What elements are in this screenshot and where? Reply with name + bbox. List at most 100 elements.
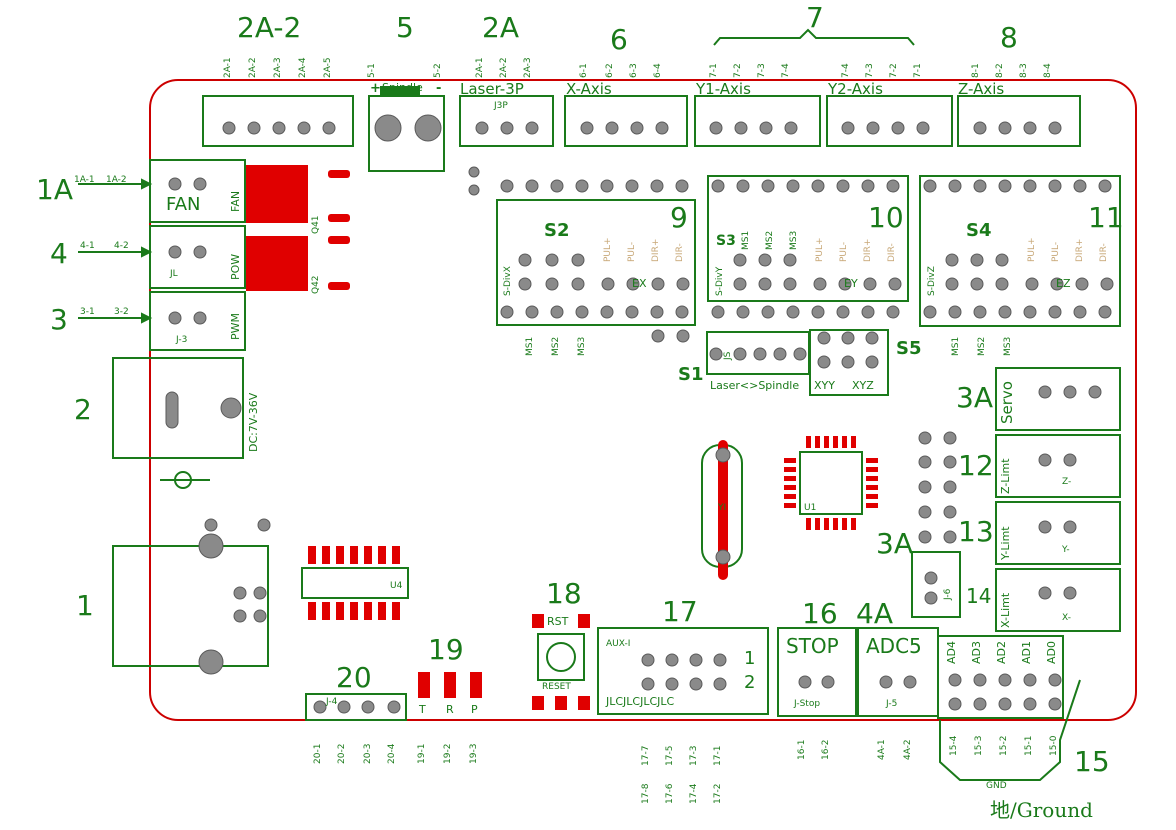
pin-6-1: 6-1 [579,63,589,78]
js-label: JS [723,351,733,360]
pin-3-2: 3-2 [114,307,129,317]
label-4a: 4A [856,597,893,630]
pin-4a-1: 4A-1 [877,739,887,760]
pin-2a2-5: 2A-5 [323,57,333,78]
s4-dir-plus: DIR+ [1075,238,1085,262]
label-1a: 1A [36,173,73,206]
pin-20-1: 20-1 [313,743,323,764]
j4-label: J-4 [326,697,338,707]
x-limit-label: X-Limt [999,592,1012,628]
stop-label: STOP [786,634,839,658]
jlc-label: JLCJLCJLCJLC [606,695,675,708]
s3-dir-plus: DIR+ [863,238,873,262]
laser-3p-label: Laser-3P [460,80,524,98]
x-axis-label: X-Axis [566,80,612,98]
pin-8-4: 8-4 [1043,63,1053,78]
pads [165,114,1114,714]
crystal-label: YI [718,503,727,513]
pin-16-2: 16-2 [821,739,831,760]
pin-1a-1: 1A-1 [74,175,95,185]
s3-pul-minus: PUL- [839,241,849,262]
pin-20-4: 20-4 [387,743,397,764]
label-8: 8 [1000,21,1018,54]
pin-7a-1: 7-1 [709,63,719,78]
ad2-label: AD2 [995,641,1008,664]
q42-label: Q42 [311,275,321,294]
led-t-label: T [419,703,426,716]
pin-8-2: 8-2 [995,63,1005,78]
j5-label: J-5 [886,699,898,709]
s3-pul-plus: PUL+ [815,237,825,262]
reset-label[interactable]: RESET [542,682,571,692]
label-15: 15 [1074,745,1110,778]
pin-15-4: 15-4 [949,735,959,756]
sdivz-label: S-DivZ [927,266,937,296]
ad3-label: AD3 [970,641,983,664]
fan-label: FAN [166,194,201,215]
pin-2a-1: 2A-1 [475,57,485,78]
label-3: 3 [50,303,68,336]
laser-spindle-label: Laser<>Spindle [710,379,800,392]
xyz-label: XYZ [852,379,874,392]
jstop-label: J-Stop [794,699,821,709]
y2-axis-label: Y2-Axis [828,80,883,98]
label-2a: 2A [482,11,519,44]
s3-label: S3 [716,233,736,249]
aux-pin-2: 2 [744,672,756,693]
s4-pul-plus: PUL+ [1027,237,1037,262]
pin-7a-4: 7-4 [781,63,791,78]
z-limit-label: Z-Limt [999,458,1012,494]
y-minus-label: Y- [1062,545,1070,555]
label-9: 9 [670,201,688,234]
u4-label: U4 [390,581,403,591]
z-axis-label: Z-Axis [958,80,1005,98]
pow-label: POW [229,253,242,280]
ground-label: 地/Ground [990,798,1093,822]
s5-label: S5 [896,338,922,359]
pin-5-1: 5-1 [367,63,377,78]
label-4: 4 [50,237,68,270]
pin-7b-2: 7-2 [889,63,899,78]
j6-label: J-6 [943,588,953,600]
label-16: 16 [802,597,838,630]
s2-ms2: MS2 [551,336,561,356]
s2-dir-minus: DIR- [675,243,685,262]
pin-2a2-2: 2A-2 [248,57,258,78]
pin-19-1: 19-1 [417,743,427,764]
pin-2a-3: 2A-3 [523,57,533,78]
pin-17-1: 17-1 [713,745,723,766]
board-outline [149,79,1137,721]
label-12: 12 [958,449,994,482]
u1-label: U1 [804,503,817,513]
s4-dir-minus: DIR- [1099,243,1109,262]
pin-15-0: 15-0 [1049,735,1059,756]
pin-3-1: 3-1 [80,307,95,317]
label-3a-servo: 3A [956,381,993,414]
xyy-label: XYY [814,379,835,392]
s2-label: S2 [544,220,570,241]
label-10: 10 [868,201,904,234]
ex-label: EX [632,277,647,290]
y1-axis-label: Y1-Axis [696,80,751,98]
pin-4-2: 4-2 [114,241,129,251]
z-minus-label: Z- [1062,477,1072,487]
s3-ms1: MS1 [741,230,751,250]
s4-ms1: MS1 [951,336,961,356]
pin-7a-3: 7-3 [757,63,767,78]
jl-label: JL [170,269,178,279]
q41-label: Q41 [311,215,321,234]
j3p-label: J3P [494,101,508,111]
label-1: 1 [76,589,94,622]
ez-label: EZ [1056,277,1071,290]
pin-7b-3: 7-3 [865,63,875,78]
label-18: 18 [546,577,582,610]
y-limit-label: Y-Limt [999,526,1012,560]
x-minus-label: X- [1062,613,1071,623]
pin-15-2: 15-2 [999,735,1009,756]
pin-17-5: 17-5 [665,745,675,766]
label-2a-2: 2A-2 [237,11,302,44]
sdivy-label: S-DivY [715,266,725,296]
s3-ms3: MS3 [789,230,799,250]
